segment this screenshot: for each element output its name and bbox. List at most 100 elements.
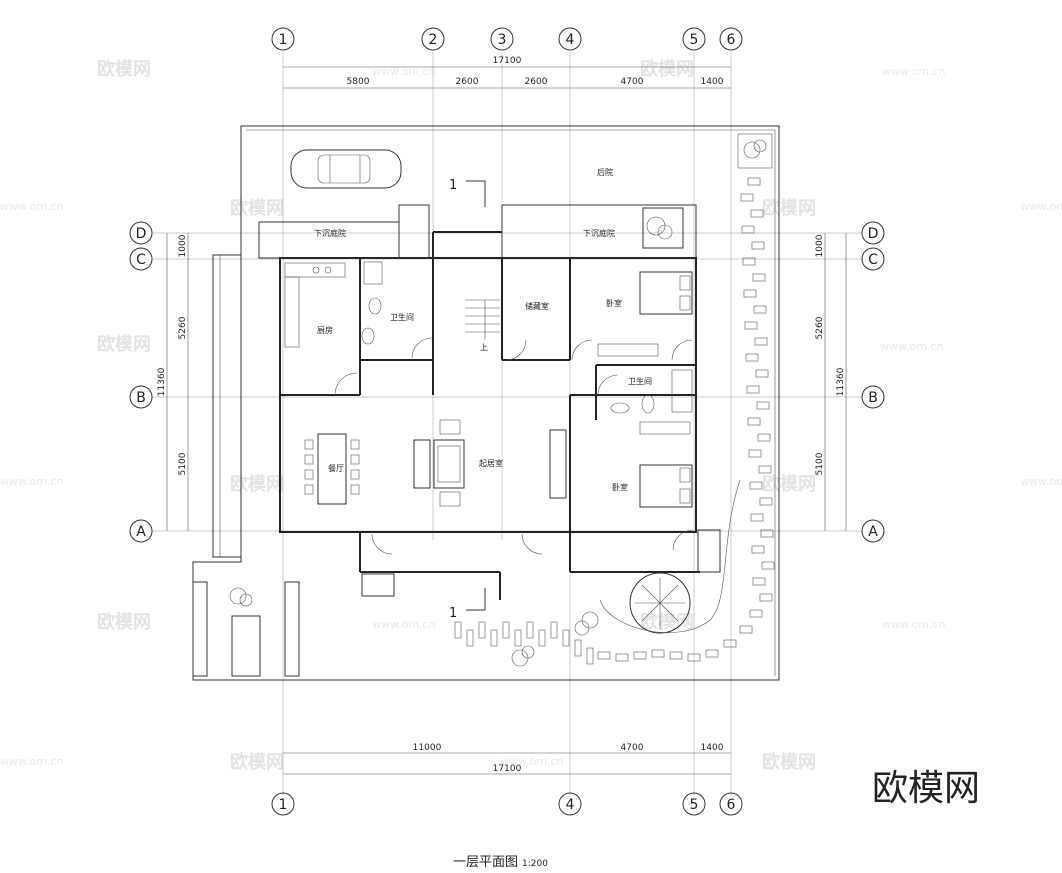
grid-bubbles-bottom: 1 4 5 6 [271,792,743,816]
grid-label: A [136,524,146,540]
watermark-url: www.om.cn [0,755,63,768]
section-mark: 1 1 [449,178,486,621]
dim-total: 17100 [493,764,522,774]
watermark-url: www.om.cn [0,475,63,488]
grid-label: 5 [690,797,699,813]
garden-border [599,479,741,633]
watermark-brand: 欧模网 [97,611,151,633]
grid-label: 4 [566,797,575,813]
grid-label: 6 [727,797,736,813]
grid-label: 1 [279,32,288,48]
doors [334,337,694,555]
dim-segment: 5100 [815,452,825,475]
watermark-url: www.om.cn [500,755,563,768]
dim-segment: 5100 [178,452,188,475]
dim-segment: 1400 [701,743,724,753]
watermark-brand: 欧模网 [640,58,694,80]
room-label-sunken-court: 下沉庭院 [583,228,615,238]
watermark-url: www.om.cn [372,65,435,78]
drawing-scale: 1:200 [522,859,548,869]
bed-icon [639,464,693,508]
room-labels: 后院 下沉庭院 下沉庭院 厨房 卫生间 储藏室 卧室 卫生间 餐厅 起居室 卧室 [314,167,652,492]
watermark-brand: 欧模网 [230,197,284,219]
dim-total: 11360 [157,367,167,396]
grid-label: A [868,524,878,540]
room-label-living: 起居室 [479,458,503,468]
kitchen-fixtures [284,262,346,348]
entry-steps [192,529,721,677]
stair-up-label: 上 [480,343,488,352]
watermark-brand: 欧模网 [762,473,816,495]
brand-logo: 欧模网 [872,768,980,809]
sofa-set [413,419,567,507]
dim-segment: 2600 [525,77,548,87]
grid-label: D [136,226,147,242]
watermark-url: www.om.cn [880,340,943,353]
room-label-bedroom: 卧室 [606,298,622,308]
dimension-top: 17100 5800 2600 2600 4700 1400 [283,56,731,89]
watermark-url: www.om.cn [0,200,63,213]
grid-label: 3 [498,32,507,48]
section-mark-label: 1 [449,606,457,621]
grid-bubbles-sides: D C B A D C B A [129,221,885,543]
garden-path [597,177,775,662]
dim-segment: 11000 [413,743,442,753]
house-walls [212,231,700,600]
shrub-icon [229,133,773,667]
grid-label: 5 [690,32,699,48]
grid-bubbles-top: 1 2 3 4 5 6 [271,27,743,51]
grid-label: 4 [566,32,575,48]
watermark-brand: 欧模网 [97,333,151,355]
grid-label: B [136,390,146,406]
dining-table [304,433,360,505]
grid-label: B [868,390,878,406]
wardrobe [597,343,691,435]
watermark-brand: 欧模网 [230,751,284,773]
bed-icon [639,271,693,315]
drawing-title-text: 一层平面图 [453,855,518,870]
dim-total: 11360 [836,367,846,396]
watermark-url: www.om.cn [1020,200,1062,213]
grid-label: 1 [279,797,288,813]
watermark-url: www.om.cn [882,65,945,78]
watermark-url: www.om.cn [1020,475,1062,488]
room-label-back-yard: 后院 [597,167,613,177]
room-label-bedroom: 卧室 [612,482,628,492]
dim-segment: 5800 [347,77,370,87]
watermark-brand: 欧模网 [762,197,816,219]
dim-segment: 2600 [456,77,479,87]
watermark-brand: 欧模网 [230,473,284,495]
watermark-url: www.om.cn [372,618,435,631]
dim-segment: 1000 [815,234,825,257]
watermark-brand: 欧模网 [762,751,816,773]
dim-segment: 4700 [621,743,644,753]
dim-segment: 1400 [701,77,724,87]
watermark-brand: 欧模网 [97,58,151,80]
tree-icon [629,572,691,634]
dim-segment: 5260 [178,316,188,339]
room-label-bathroom: 卫生间 [390,312,414,322]
bathroom-fixtures-left [361,261,383,345]
grid-label: D [868,226,879,242]
grid-label: 6 [727,32,736,48]
room-label-kitchen: 厨房 [317,325,333,335]
dim-segment: 5260 [815,316,825,339]
dim-segment: 1000 [178,234,188,257]
dimension-left: 11360 1000 5260 5100 [157,233,189,531]
grid-lines [152,52,862,795]
site-boundary [192,125,780,681]
dimension-bottom: 11000 4700 1400 17100 [283,743,731,775]
bathroom-fixtures-right [610,369,693,414]
grid-label: 2 [429,32,438,48]
watermark-url: www.om.cn [882,618,945,631]
room-label-storage: 储藏室 [525,301,549,311]
stepping-stones [454,621,594,665]
room-label-dining: 餐厅 [328,464,344,473]
drawing-title: 一层平面图 1:200 [453,855,548,870]
dimension-right: 11360 1000 5260 5100 [815,233,847,531]
grid-label: C [136,252,146,268]
dim-segment: 4700 [621,77,644,87]
car-icon [290,149,402,189]
watermark-brand: 欧模网 [640,611,694,633]
